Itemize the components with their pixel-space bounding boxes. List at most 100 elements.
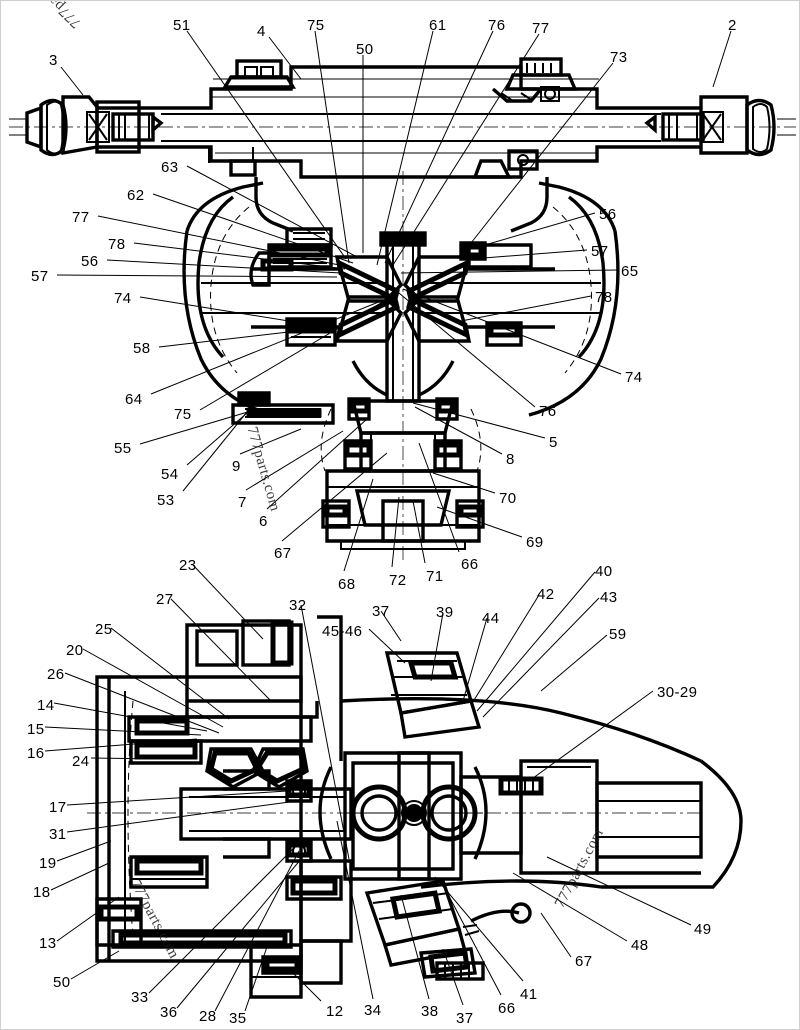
callout-78[interactable]: 78 xyxy=(595,289,613,306)
leader-line xyxy=(415,407,502,454)
callout-62[interactable]: 62 xyxy=(127,187,145,204)
leader-line xyxy=(713,31,731,87)
leader-line xyxy=(183,407,251,491)
leader-line xyxy=(392,497,399,567)
callout-66[interactable]: 66 xyxy=(498,1000,516,1017)
leader-line xyxy=(385,31,493,263)
callout-36[interactable]: 36 xyxy=(160,1004,178,1021)
callout-9[interactable]: 9 xyxy=(232,458,241,475)
leader-line xyxy=(377,31,433,265)
callout-75[interactable]: 75 xyxy=(307,17,325,34)
callout-76[interactable]: 76 xyxy=(488,17,506,34)
callout-25[interactable]: 25 xyxy=(95,621,113,638)
callout-19[interactable]: 19 xyxy=(39,855,57,872)
callout-2[interactable]: 2 xyxy=(728,17,737,34)
callout-20[interactable]: 20 xyxy=(66,642,84,659)
callout-13[interactable]: 13 xyxy=(39,935,57,952)
leader-line xyxy=(413,403,545,438)
callout-15[interactable]: 15 xyxy=(27,721,45,738)
callout-35[interactable]: 35 xyxy=(229,1010,247,1027)
callout-77[interactable]: 77 xyxy=(72,209,90,226)
callout-24[interactable]: 24 xyxy=(72,753,90,770)
watermark-top-left: 777parts.com xyxy=(11,1,85,31)
callout-44[interactable]: 44 xyxy=(482,610,500,627)
callout-33[interactable]: 33 xyxy=(131,989,149,1006)
callout-53[interactable]: 53 xyxy=(157,492,175,509)
callout-4[interactable]: 4 xyxy=(257,23,266,40)
callout-18[interactable]: 18 xyxy=(33,884,51,901)
callout-56[interactable]: 56 xyxy=(599,206,617,223)
callout-78[interactable]: 78 xyxy=(108,236,126,253)
callout-3[interactable]: 3 xyxy=(49,52,58,69)
leader-line xyxy=(149,841,301,993)
callout-39[interactable]: 39 xyxy=(436,604,454,621)
callout-57[interactable]: 57 xyxy=(591,243,609,260)
callout-37[interactable]: 37 xyxy=(372,603,390,620)
callout-74[interactable]: 74 xyxy=(114,290,132,307)
callout-54[interactable]: 54 xyxy=(161,466,179,483)
callout-23[interactable]: 23 xyxy=(179,557,197,574)
callout-56[interactable]: 56 xyxy=(81,253,99,270)
callout-61[interactable]: 61 xyxy=(429,17,447,34)
callout-65[interactable]: 65 xyxy=(621,263,639,280)
callout-68[interactable]: 68 xyxy=(338,576,356,593)
leader-line xyxy=(140,411,251,444)
callout-7[interactable]: 7 xyxy=(238,494,247,511)
callout-71[interactable]: 71 xyxy=(426,568,444,585)
callout-70[interactable]: 70 xyxy=(499,490,517,507)
callout-37[interactable]: 37 xyxy=(456,1010,474,1027)
callout-34[interactable]: 34 xyxy=(364,1002,382,1019)
callout-42[interactable]: 42 xyxy=(537,586,555,603)
callout-8[interactable]: 8 xyxy=(506,451,515,468)
callout-77[interactable]: 77 xyxy=(532,20,550,37)
callout-26[interactable]: 26 xyxy=(47,666,65,683)
callout-64[interactable]: 64 xyxy=(125,391,143,408)
callout-55[interactable]: 55 xyxy=(114,440,132,457)
callout-28[interactable]: 28 xyxy=(199,1008,217,1025)
callout-67[interactable]: 67 xyxy=(575,953,593,970)
callout-27[interactable]: 27 xyxy=(156,591,174,608)
callout-66[interactable]: 66 xyxy=(461,556,479,573)
callout-59[interactable]: 59 xyxy=(609,626,627,643)
callout-38[interactable]: 38 xyxy=(421,1003,439,1020)
callout-49[interactable]: 49 xyxy=(694,921,712,938)
callout-63[interactable]: 63 xyxy=(161,159,179,176)
callout-16[interactable]: 16 xyxy=(27,745,45,762)
callout-12[interactable]: 12 xyxy=(326,1003,344,1020)
leader-line xyxy=(541,913,571,957)
callout-40[interactable]: 40 xyxy=(595,563,613,580)
callout-57[interactable]: 57 xyxy=(31,268,49,285)
callout-50[interactable]: 50 xyxy=(356,41,374,58)
leader-line xyxy=(200,297,391,410)
callout-72[interactable]: 72 xyxy=(389,572,407,589)
callout-43[interactable]: 43 xyxy=(600,589,618,606)
callout-75[interactable]: 75 xyxy=(174,406,192,423)
callout-5[interactable]: 5 xyxy=(549,434,558,451)
callout-76[interactable]: 76 xyxy=(539,403,557,420)
callout-58[interactable]: 58 xyxy=(133,340,151,357)
callout-50[interactable]: 50 xyxy=(53,974,71,991)
leader-line xyxy=(67,801,297,832)
watermark-bottom-right: 777parts.com xyxy=(552,825,608,911)
leader-line xyxy=(441,881,501,995)
callout-31[interactable]: 31 xyxy=(49,826,67,843)
callout-30-29[interactable]: 30-29 xyxy=(657,684,698,701)
callout-41[interactable]: 41 xyxy=(520,986,538,1003)
leader-line xyxy=(140,297,301,323)
callout-51[interactable]: 51 xyxy=(173,17,191,34)
callout-17[interactable]: 17 xyxy=(49,799,67,816)
callout-48[interactable]: 48 xyxy=(631,937,649,954)
callout-67[interactable]: 67 xyxy=(274,545,292,562)
leader-line xyxy=(151,301,381,394)
callout-6[interactable]: 6 xyxy=(259,513,268,530)
callout-73[interactable]: 73 xyxy=(610,49,628,66)
callout-69[interactable]: 69 xyxy=(526,534,544,551)
callout-45-46[interactable]: 45-46 xyxy=(322,623,363,640)
leader-line xyxy=(153,194,353,263)
callout-14[interactable]: 14 xyxy=(37,697,55,714)
callout-32[interactable]: 32 xyxy=(289,597,307,614)
leader-line xyxy=(187,31,346,259)
leader-line xyxy=(65,673,219,733)
callout-74[interactable]: 74 xyxy=(625,369,643,386)
